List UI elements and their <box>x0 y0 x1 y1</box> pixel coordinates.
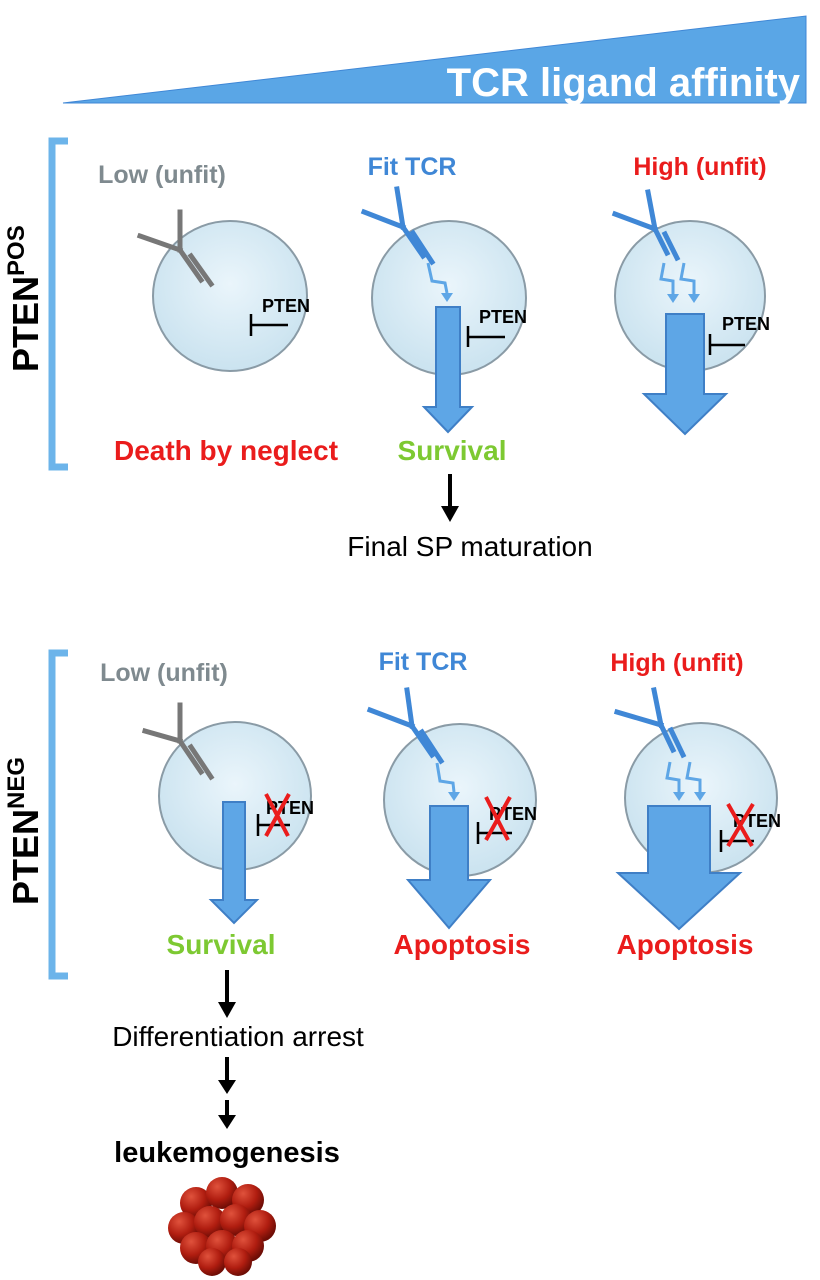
pos-fit-pten-label: PTEN <box>479 307 527 327</box>
neg-flow-arrowhead-1 <box>218 1002 236 1018</box>
inhibition-bar-icon <box>466 326 505 347</box>
signal-arrowhead <box>667 294 679 303</box>
tcr-receptor-icon <box>611 189 681 262</box>
neg-panel-bracket <box>48 649 68 980</box>
inhibition-bar-icon <box>708 334 745 355</box>
neg-fit-pten-label: PTEN <box>489 804 537 824</box>
tcr-receptor-icon <box>141 702 215 781</box>
pos-low-unfit-label: Low (unfit) <box>98 161 226 189</box>
pos-fit-signal-arrow <box>421 306 475 434</box>
tcr-receptor-icon <box>360 186 436 266</box>
pten-neg-side-label: PTENNEG <box>3 757 46 905</box>
pten-neg-side-label-sup: NEG <box>3 757 30 809</box>
red-x-icon <box>484 796 512 841</box>
neg-low-outcome: Survival <box>167 929 276 960</box>
neg-high-outcome: Apoptosis <box>617 929 754 960</box>
signal-arrowhead <box>688 294 700 303</box>
tcr-receptor-icon <box>136 209 215 288</box>
red-x-icon <box>264 793 291 837</box>
affinity-gradient-wedge <box>62 15 807 104</box>
pos-low-pten-label: PTEN <box>262 296 310 316</box>
neg-step-differentiation-arrest: Differentiation arrest <box>112 1021 364 1052</box>
pos-next-step: Final SP maturation <box>347 531 592 562</box>
pten-pos-side-label-main: PTEN <box>5 276 46 372</box>
neg-high-unfit-label: High (unfit) <box>610 649 743 677</box>
pos-fit-outcome: Survival <box>398 435 507 466</box>
affinity-title: TCR ligand affinity <box>447 61 801 105</box>
signal-arrowhead <box>694 792 706 801</box>
pten-neg-side-label-main: PTEN <box>5 809 46 905</box>
tcr-receptor-icon <box>613 687 687 759</box>
red-x-icon <box>726 802 755 848</box>
neg-high-signal-arrow <box>615 805 743 931</box>
signal-zigzag-icon <box>659 262 696 294</box>
pos-high-unfit-label: High (unfit) <box>633 153 766 181</box>
pos-low-outcome: Death by neglect <box>114 435 338 466</box>
neg-flow-arrowhead-3 <box>218 1115 236 1129</box>
neg-flow-arrowhead-2 <box>218 1080 236 1094</box>
tcr-receptor-icon <box>366 687 445 765</box>
signal-arrowhead <box>673 792 685 801</box>
neg-low-unfit-label: Low (unfit) <box>100 659 228 687</box>
pten-pos-side-label-sup: POS <box>3 225 30 276</box>
neg-fit-outcome: Apoptosis <box>394 929 531 960</box>
pos-high-pten-label: PTEN <box>722 314 770 334</box>
signal-zigzag-icon <box>665 761 702 792</box>
signal-arrowhead <box>441 293 453 302</box>
pos-high-signal-arrow <box>641 313 729 436</box>
signal-zigzag-icon <box>435 762 456 793</box>
neg-fit-signal-arrow <box>405 805 493 930</box>
neg-low-signal-arrow <box>208 801 260 925</box>
neg-step-leukemogenesis: leukemogenesis <box>114 1137 340 1169</box>
tumor-cluster-icon <box>168 1177 276 1276</box>
pos-fit-tcr-label: Fit TCR <box>368 153 457 181</box>
signal-arrowhead <box>448 792 460 801</box>
pten-pos-side-label: PTENPOS <box>3 225 46 372</box>
inhibition-bar-icon <box>249 314 288 336</box>
neg-fit-tcr-label: Fit TCR <box>379 648 468 676</box>
pos-panel-bracket <box>48 137 68 471</box>
pos-flow-arrowhead <box>441 506 459 522</box>
signal-zigzag-icon <box>426 262 449 294</box>
